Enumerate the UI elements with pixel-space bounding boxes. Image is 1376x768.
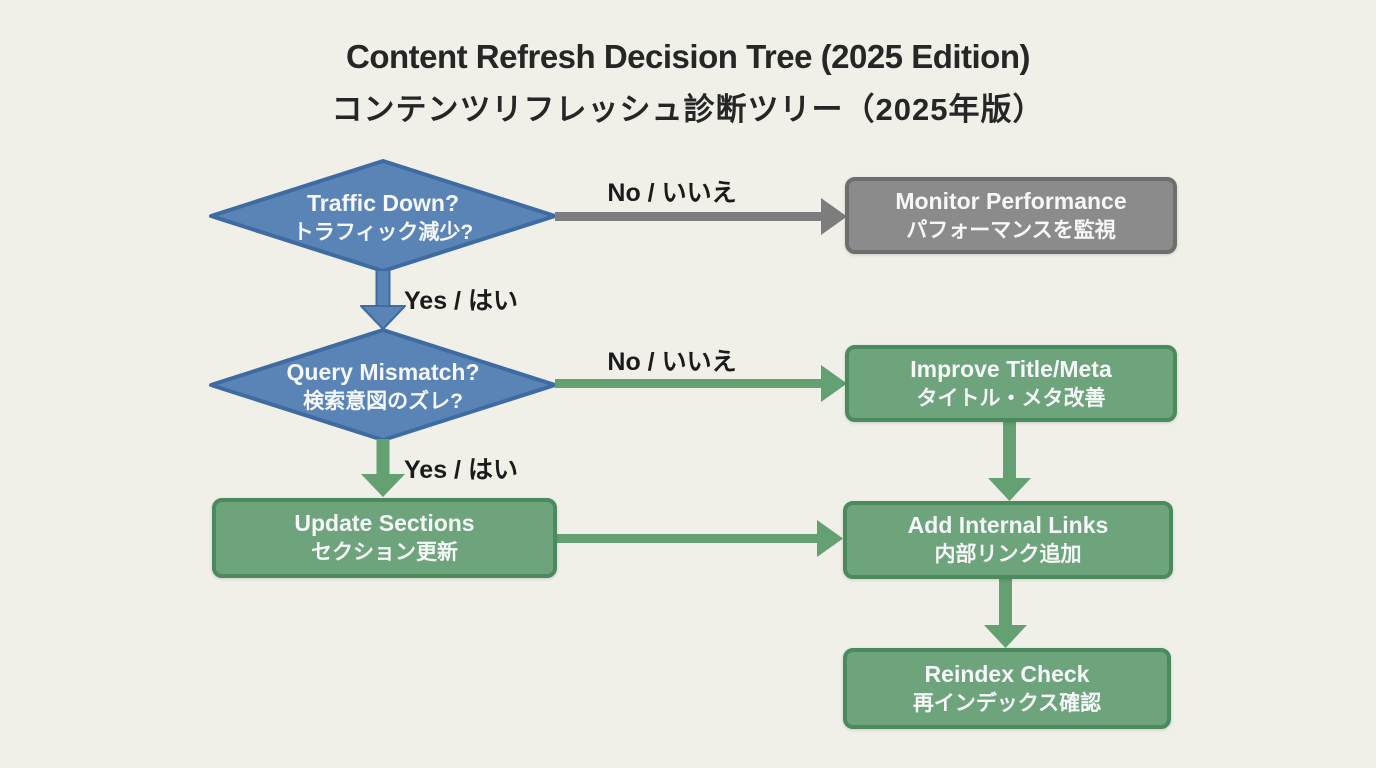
edge-improve-to-links-shaft xyxy=(1003,421,1016,478)
node-monitor-performance-label-ja: パフォーマンスを監視 xyxy=(906,218,1116,242)
edge-label-no-1: No / いいえ xyxy=(607,179,737,207)
node-reindex-check: Reindex Check 再インデックス確認 xyxy=(843,648,1171,729)
edge-update-to-links-arrowhead xyxy=(817,520,843,557)
edge-label-no-2: No / いいえ xyxy=(607,348,737,376)
node-query-mismatch-label-ja: 検索意図のズレ? xyxy=(303,390,463,414)
edge-links-to-reindex-shaft xyxy=(999,578,1012,625)
edge-yes-2-shaft xyxy=(376,439,390,474)
edge-no-1-arrowhead xyxy=(821,198,847,235)
node-query-mismatch-label-en: Query Mismatch? xyxy=(286,359,480,386)
node-query-mismatch: Query Mismatch? 検索意図のズレ? xyxy=(223,352,543,422)
node-update-sections: Update Sections セクション更新 xyxy=(212,498,557,578)
node-monitor-performance: Monitor Performance パフォーマンスを監視 xyxy=(845,177,1177,254)
node-reindex-check-label-en: Reindex Check xyxy=(924,660,1090,687)
edge-no-1-shaft xyxy=(555,212,821,221)
node-improve-title-meta-label-en: Improve Title/Meta xyxy=(910,355,1112,382)
edge-label-yes-2: Yes / はい xyxy=(404,456,518,484)
edge-yes-1-arrowhead xyxy=(360,305,406,330)
edge-improve-to-links-arrowhead xyxy=(988,478,1031,501)
title-english: Content Refresh Decision Tree (2025 Edit… xyxy=(346,38,1031,75)
edge-update-to-links-shaft xyxy=(557,534,817,543)
node-update-sections-label-ja: セクション更新 xyxy=(311,541,458,565)
node-traffic-down: Traffic Down? トラフィック減少? xyxy=(223,183,543,253)
title-japanese: コンテンツリフレッシュ診断ツリー（2025年版） xyxy=(331,91,1045,127)
node-traffic-down-label-en: Traffic Down? xyxy=(306,190,460,217)
edge-no-2-arrowhead xyxy=(821,365,847,402)
edge-links-to-reindex-arrowhead xyxy=(984,625,1027,648)
edge-yes-1-shaft xyxy=(375,269,391,307)
node-traffic-down-label-ja: トラフィック減少? xyxy=(292,221,474,245)
edge-no-2-shaft xyxy=(555,379,821,388)
node-reindex-check-label-ja: 再インデックス確認 xyxy=(912,691,1102,715)
node-add-internal-links: Add Internal Links 内部リンク追加 xyxy=(843,501,1173,579)
diagram-title: Content Refresh Decision Tree (2025 Edit… xyxy=(0,38,1376,129)
node-add-internal-links-label-en: Add Internal Links xyxy=(907,512,1109,539)
node-update-sections-label-en: Update Sections xyxy=(294,510,475,537)
node-improve-title-meta: Improve Title/Meta タイトル・メタ改善 xyxy=(845,345,1177,422)
edge-yes-2-arrowhead xyxy=(361,474,405,497)
node-monitor-performance-label-en: Monitor Performance xyxy=(895,187,1127,214)
node-improve-title-meta-label-ja: タイトル・メタ改善 xyxy=(916,386,1106,410)
edge-label-yes-1: Yes / はい xyxy=(404,287,518,315)
node-add-internal-links-label-ja: 内部リンク追加 xyxy=(934,543,1082,567)
